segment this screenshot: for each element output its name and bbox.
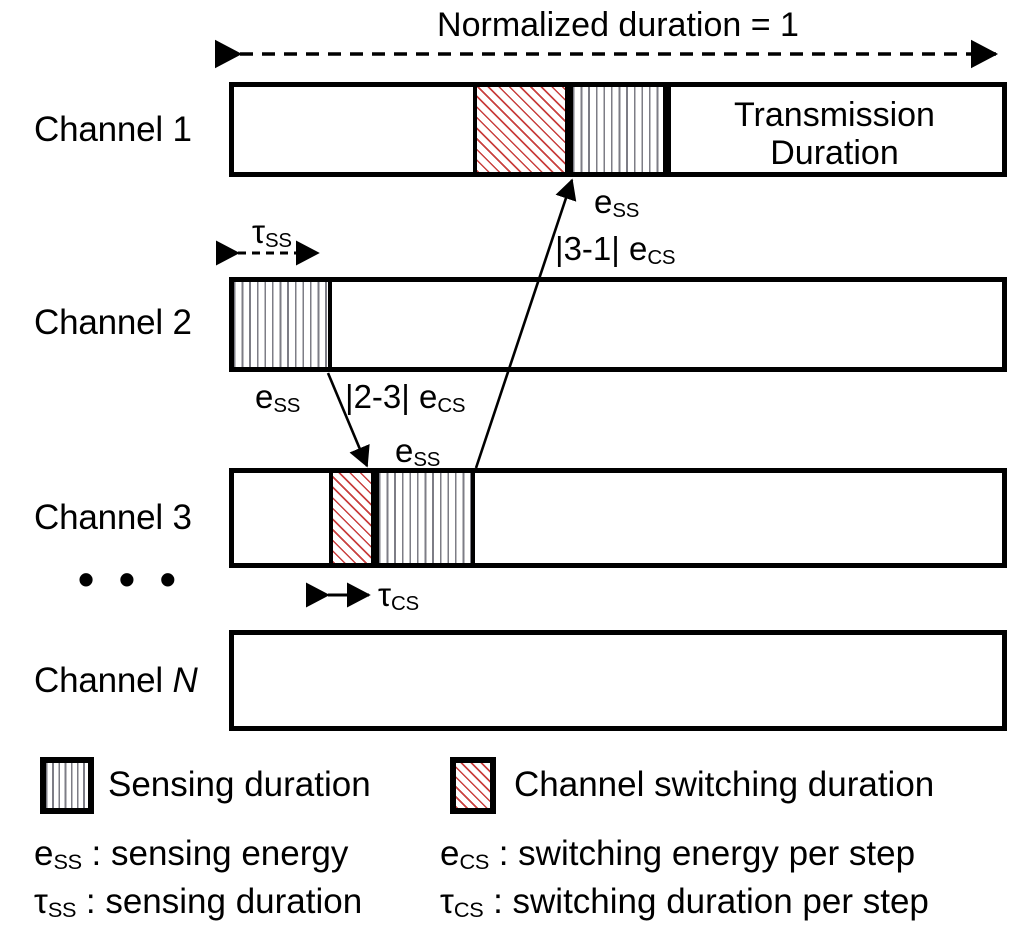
legend-label-sensing: Sensing duration — [108, 765, 371, 804]
channel-label-1-index: 1 — [172, 110, 192, 149]
channel-label-n: Channel N — [34, 663, 198, 698]
channel-label-2-index: 2 — [172, 303, 192, 342]
channel-label-2: Channel 2 — [34, 305, 192, 340]
channel-label-3-index: 3 — [172, 498, 192, 537]
tau-cs-symbol: τ — [378, 576, 392, 613]
tau-cs-subscript: CS — [391, 591, 419, 615]
legend-swatch-switching — [450, 757, 496, 814]
legend-def-ecs-text: : switching energy per step — [489, 834, 916, 873]
channel-label-1-prefix: Channel — [34, 110, 173, 149]
channel-label-3: Channel 3 — [34, 500, 192, 535]
legend-def-ess: eSS : sensing energy — [34, 834, 349, 874]
channel-1-transmission-label-line2: Duration — [770, 134, 899, 172]
ess-symbol: e — [594, 183, 613, 220]
tau-ss-label: τSS — [252, 213, 292, 250]
ess-subscript-2: SS — [273, 393, 301, 417]
legend-def-tauss-text: : sensing duration — [76, 882, 363, 921]
legend-swatch-sensing — [40, 757, 94, 814]
normalized-duration-title: Normalized duration = 1 — [437, 6, 799, 44]
legend-def-tauss: τSS : sensing duration — [34, 882, 363, 922]
legend-def-taucs-subscript: CS — [453, 896, 484, 922]
legend-def-ess-text: : sensing energy — [81, 834, 349, 873]
channel-n-bar[interactable] — [229, 630, 1007, 731]
legend-def-tauss-subscript: SS — [47, 896, 77, 922]
channel-2-sensing-segment[interactable] — [234, 282, 332, 367]
ess-symbol-2: e — [255, 378, 274, 415]
tau-ss-symbol: τ — [252, 213, 266, 250]
ess-label-channel-3: eSS — [395, 432, 440, 469]
switch-31-main: |3-1| e — [555, 230, 648, 267]
ess-subscript-3: SS — [413, 447, 441, 471]
channel-label-n-prefix: Channel — [34, 661, 173, 700]
channel-label-2-prefix: Channel — [34, 303, 173, 342]
tau-ss-subscript: SS — [265, 228, 292, 252]
channel-1-switching-segment[interactable] — [473, 87, 569, 172]
legend-label-switching: Channel switching duration — [514, 765, 935, 804]
channel-1-bar[interactable]: Transmission Duration — [229, 82, 1007, 177]
ellipsis-dots: • • • — [78, 553, 182, 605]
channel-1-transmission-divider — [667, 87, 671, 172]
switching-energy-3-1-label: |3-1| eCS — [555, 230, 675, 267]
ess-subscript: SS — [612, 198, 640, 222]
channel-label-1: Channel 1 — [34, 112, 192, 147]
channel-label-3-prefix: Channel — [34, 498, 173, 537]
tau-cs-label: τCS — [378, 576, 419, 613]
legend-def-taucs-text: : switching duration per step — [483, 882, 929, 921]
ess-label-channel-2: eSS — [255, 378, 300, 415]
channel-3-switching-segment[interactable] — [329, 473, 375, 563]
channel-3-bar[interactable] — [229, 468, 1007, 568]
switch-23-main: |2-3| e — [345, 378, 438, 415]
legend-def-ess-subscript: SS — [53, 848, 82, 874]
legend-def-tauss-symbol: τ — [34, 882, 48, 921]
legend-def-ess-symbol: e — [34, 834, 54, 873]
legend-def-ecs: eCS : switching energy per step — [440, 834, 916, 874]
legend-def-ecs-subscript: CS — [459, 848, 489, 874]
switch-23-subscript: CS — [437, 393, 466, 417]
legend-def-taucs-symbol: τ — [440, 882, 454, 921]
channel-1-transmission-label-line1: Transmission — [734, 96, 935, 134]
legend-def-ecs-symbol: e — [440, 834, 460, 873]
ess-label-channel-1: eSS — [594, 183, 639, 220]
switching-energy-2-3-label: |2-3| eCS — [345, 378, 465, 415]
legend-def-taucs: τCS : switching duration per step — [440, 882, 929, 922]
channel-1-sensing-segment[interactable] — [569, 87, 667, 172]
switch-31-subscript: CS — [647, 245, 676, 269]
ess-symbol-3: e — [395, 432, 414, 469]
channel-3-sensing-segment[interactable] — [375, 473, 475, 563]
channel-label-n-index: N — [172, 661, 198, 700]
channel-2-bar[interactable] — [229, 277, 1007, 372]
